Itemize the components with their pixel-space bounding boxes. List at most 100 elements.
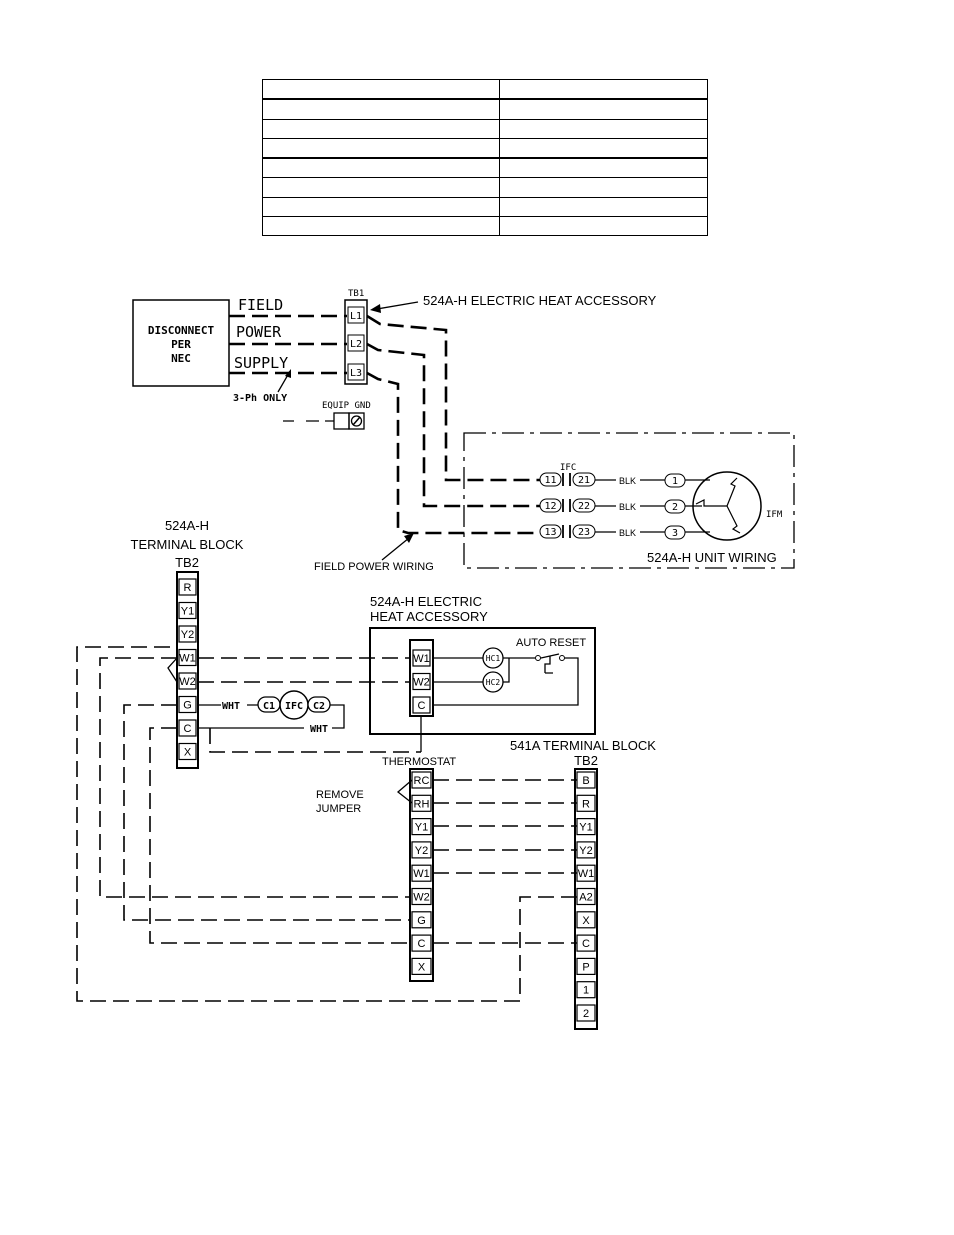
terminal-label: Y1 bbox=[579, 822, 592, 834]
auto-reset-label: AUTO RESET bbox=[516, 637, 586, 649]
blk-label-1: BLK bbox=[619, 476, 636, 486]
terminal-box bbox=[412, 672, 431, 691]
ground-block bbox=[333, 412, 350, 430]
terminal-label: W2 bbox=[179, 676, 196, 688]
terminal-box bbox=[178, 672, 197, 690]
field-wire-1 bbox=[366, 314, 540, 482]
wht-wire-right bbox=[198, 704, 345, 729]
terminal-box bbox=[412, 649, 431, 667]
terminal-box bbox=[411, 794, 432, 812]
rc-rh-jumper bbox=[396, 779, 413, 804]
disconnect-line-2: PER bbox=[171, 338, 191, 351]
disconnect-box: DISCONNECT PER NEC bbox=[132, 299, 230, 387]
tb1-terminal-l2: L2 bbox=[350, 339, 362, 350]
terminal-box bbox=[411, 911, 432, 929]
terminal-label: W1 bbox=[413, 653, 430, 665]
ifc-pin-11: 11 bbox=[544, 475, 556, 486]
terminal-label: Y1 bbox=[181, 605, 194, 617]
terminal-box bbox=[411, 957, 432, 976]
supply-label: SUPPLY bbox=[234, 354, 288, 372]
terminal-label: Y2 bbox=[579, 845, 592, 857]
wire-g-thermostat bbox=[123, 704, 410, 921]
wht-label-2: WHT bbox=[310, 724, 328, 735]
tb1-terminal-l1: L1 bbox=[350, 311, 362, 322]
terminal-label: W2 bbox=[413, 676, 430, 688]
ifc-pin-22: 22 bbox=[578, 501, 590, 512]
table-cell bbox=[499, 215, 708, 237]
terminal-box bbox=[576, 911, 596, 929]
relay-pin-c2: C2 bbox=[313, 701, 325, 712]
terminal-label: 2 bbox=[583, 1008, 589, 1020]
ifm-label: IFM bbox=[766, 510, 783, 520]
ifc-pin-23: 23 bbox=[578, 527, 590, 538]
terminal-box bbox=[411, 817, 432, 836]
table-row bbox=[262, 196, 708, 217]
auto-reset-switch-icon bbox=[544, 656, 553, 674]
ifc-label: IFC bbox=[560, 463, 576, 473]
terminal-box bbox=[178, 742, 197, 761]
terminal-box bbox=[178, 648, 197, 667]
ifc-pin-12: 12 bbox=[544, 501, 556, 512]
ifc-relay bbox=[257, 690, 331, 720]
terminal-label: Y1 bbox=[415, 822, 428, 834]
data-table-body bbox=[262, 79, 708, 237]
terminal-label: R bbox=[582, 798, 590, 810]
terminal-label: R bbox=[184, 582, 192, 594]
field-wire-3 bbox=[366, 371, 540, 535]
ifc-pin-21: 21 bbox=[578, 475, 590, 486]
electric-heat-accessory-label: 524A-H ELECTRIC HEAT ACCESSORY bbox=[423, 293, 657, 308]
terminal-label: W1 bbox=[578, 868, 595, 880]
terminal-label: W2 bbox=[413, 891, 430, 903]
terminal-box bbox=[411, 887, 432, 906]
wire-a2-loop bbox=[76, 646, 577, 1002]
field-label: FIELD bbox=[238, 296, 283, 314]
table-row bbox=[262, 215, 708, 237]
tb2-title-2: TERMINAL BLOCK bbox=[131, 537, 244, 552]
power-label: POWER bbox=[236, 323, 282, 341]
terminal-box bbox=[411, 864, 432, 882]
tb1-block bbox=[344, 299, 368, 385]
heat-accessory-box bbox=[369, 627, 596, 735]
table-cell bbox=[499, 137, 708, 160]
ifc-contacts bbox=[539, 472, 596, 539]
terminal-label: A2 bbox=[579, 891, 592, 903]
table-cell bbox=[499, 79, 708, 101]
terminal-box bbox=[411, 934, 432, 952]
table-row bbox=[262, 79, 708, 101]
tb541-title-2: TB2 bbox=[574, 753, 598, 768]
terminal-box bbox=[178, 719, 197, 737]
thermostat-label: THERMOSTAT bbox=[382, 756, 456, 768]
terminal-label: RH bbox=[414, 798, 430, 810]
terminal-label: W1 bbox=[179, 652, 196, 664]
table-row bbox=[262, 177, 708, 198]
ifm-motor-icon bbox=[692, 471, 762, 541]
terminal-box bbox=[178, 625, 197, 643]
terminal-label: B bbox=[582, 775, 589, 787]
unit-wiring-label: 524A-H UNIT WIRING bbox=[647, 550, 777, 565]
blk-label-3: BLK bbox=[619, 528, 636, 538]
terminal-box bbox=[412, 696, 431, 714]
heater-contact-hc2: HC2 bbox=[486, 678, 501, 687]
field-power-arrow bbox=[404, 533, 414, 543]
table-row bbox=[262, 118, 708, 139]
terminal-label: C bbox=[582, 938, 590, 950]
relay-coil-ifc: IFC bbox=[285, 701, 303, 712]
terminal-label: C bbox=[418, 700, 426, 712]
terminal-box bbox=[178, 601, 197, 620]
blk-label-2: BLK bbox=[619, 502, 636, 512]
terminal-box bbox=[576, 981, 596, 999]
disconnect-line-3: NEC bbox=[171, 352, 191, 365]
disconnect-line-1: DISCONNECT bbox=[148, 324, 215, 337]
heat-accessory-internal-wiring bbox=[433, 653, 579, 706]
terminal-label: 1 bbox=[583, 985, 589, 997]
terminal-label: C bbox=[184, 723, 192, 735]
tb1-label: TB1 bbox=[348, 289, 364, 299]
remove-jumper-line-2: JUMPER bbox=[316, 803, 361, 815]
c-to-heat-wire bbox=[209, 728, 421, 753]
tb2-title-3: TB2 bbox=[175, 555, 199, 570]
terminal-label: RC bbox=[414, 775, 430, 787]
terminal-label: G bbox=[183, 699, 192, 711]
w1-w2-jumper bbox=[167, 657, 178, 683]
